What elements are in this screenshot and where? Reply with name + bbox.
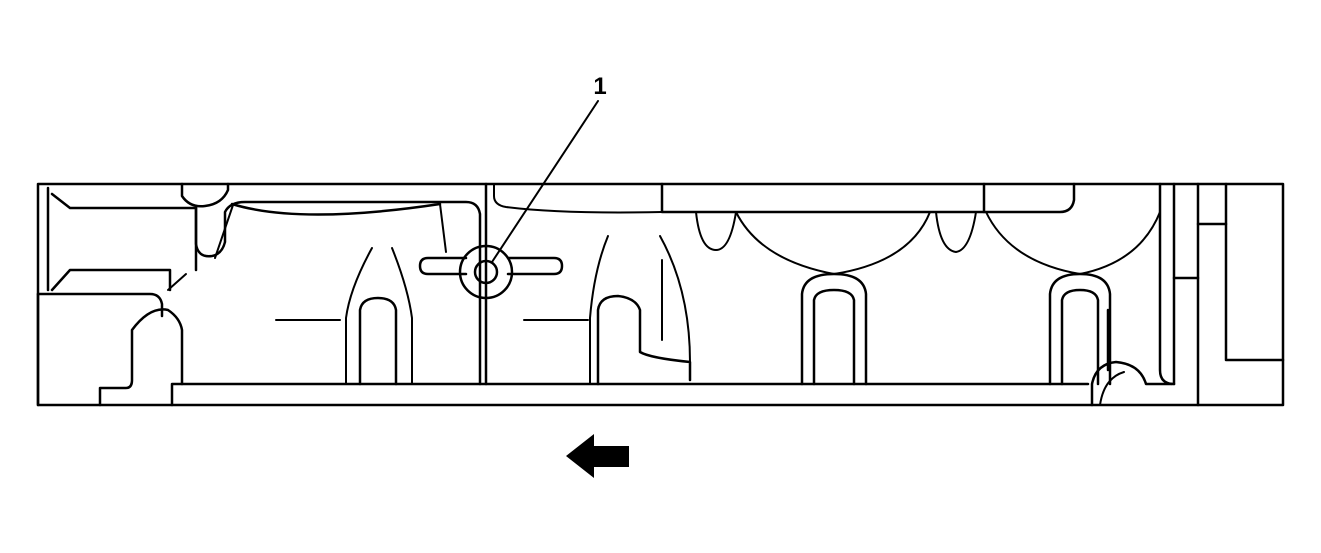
right-end-detail — [1090, 182, 1285, 407]
arrow-left-icon — [566, 434, 629, 478]
oil-gallery-plug — [418, 244, 564, 300]
bulkhead-features — [275, 182, 1161, 386]
callout-leader-line — [491, 100, 599, 263]
left-end-detail — [36, 182, 488, 407]
callout-label-1: 1 — [593, 73, 606, 100]
